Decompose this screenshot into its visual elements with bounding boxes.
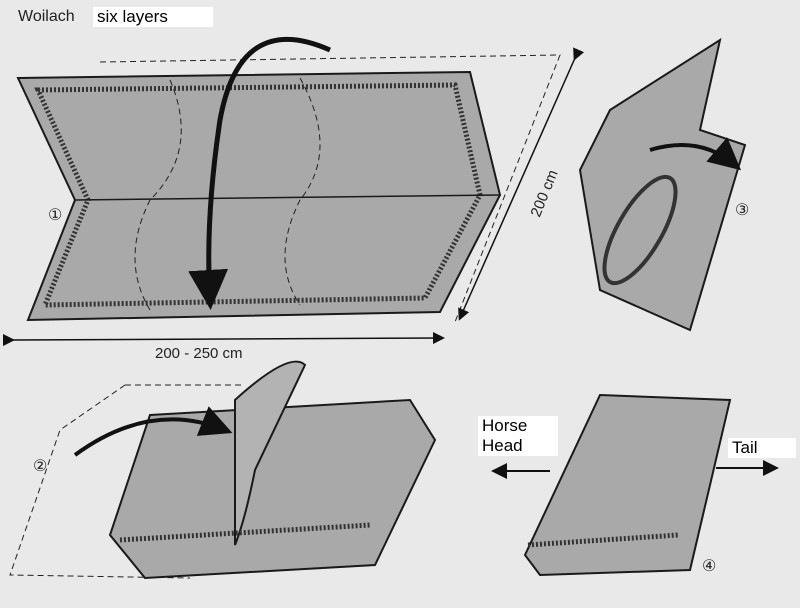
step-3-blanket-rolled [578, 37, 747, 332]
width-label: 200 - 250 cm [155, 345, 243, 362]
tail-label: Tail [728, 438, 796, 458]
step-1-number: ① [48, 207, 63, 224]
step-1-blanket-unfolded [2, 36, 585, 347]
step-4-number: ④ [702, 558, 717, 575]
horse-head-line-2: Head [482, 436, 523, 455]
title-label: Woilach [18, 8, 75, 25]
horse-head-label: Horse Head [478, 416, 558, 456]
subtitle-label: six layers [93, 7, 213, 27]
step-4-blanket-folded [491, 393, 779, 577]
step-2-number: ② [33, 458, 48, 475]
step-2-blanket-half-folded [9, 360, 437, 580]
step-3-number: ③ [735, 202, 750, 219]
horse-head-line-1: Horse [482, 416, 528, 435]
